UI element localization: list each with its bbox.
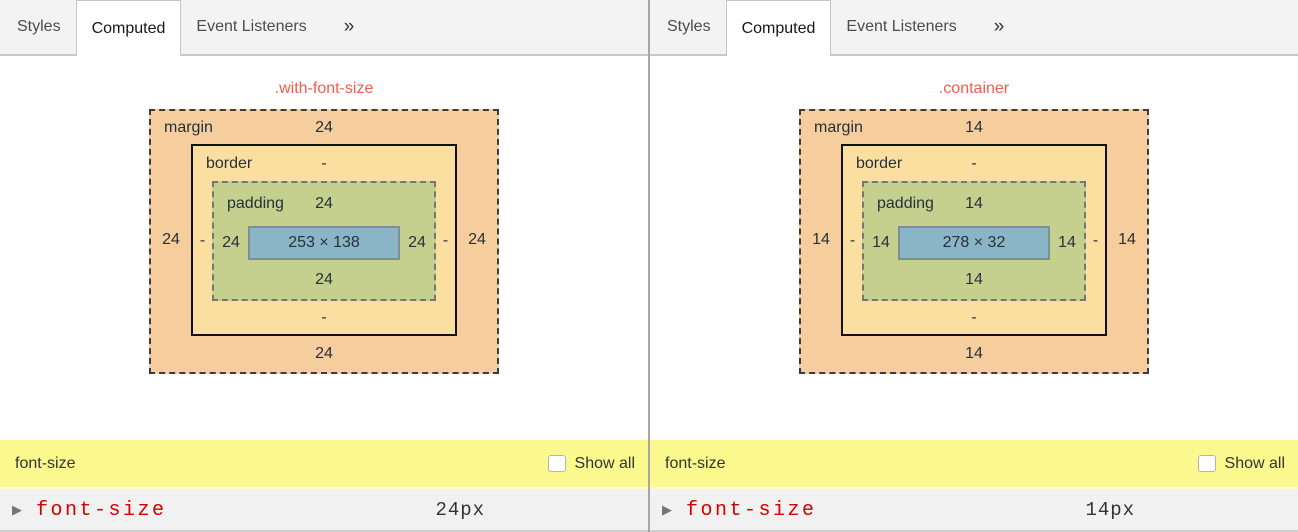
border-bottom-value[interactable]: - [321, 308, 327, 326]
margin-bottom-value[interactable]: 24 [315, 345, 333, 362]
expand-arrow-icon[interactable]: ▶ [662, 502, 672, 517]
margin-box[interactable]: margin 24 24 border - - [149, 109, 499, 374]
content-box[interactable]: 253 × 138 [248, 226, 400, 260]
padding-box[interactable]: padding 24 24 253 × 138 24 24 [212, 181, 436, 301]
computed-pane-left: Styles Computed Event Listeners » .with-… [0, 0, 648, 532]
margin-left-value[interactable]: 24 [162, 231, 180, 248]
padding-right-value[interactable]: 14 [1058, 234, 1076, 251]
property-value[interactable]: 24px [435, 499, 486, 521]
border-left-value[interactable]: - [849, 232, 856, 249]
property-name[interactable]: font-size [686, 498, 817, 522]
tab-event-listeners[interactable]: Event Listeners [196, 18, 307, 35]
padding-bottom-value[interactable]: 14 [965, 271, 983, 288]
padding-left-value[interactable]: 14 [872, 234, 890, 251]
padding-bottom-value[interactable]: 24 [315, 271, 333, 288]
padding-top-value[interactable]: 14 [965, 195, 983, 212]
filter-input[interactable]: font-size [15, 454, 76, 472]
property-name[interactable]: font-size [36, 498, 167, 522]
border-left-value[interactable]: - [199, 232, 206, 249]
property-row[interactable]: ▶ font-size 24px [0, 490, 648, 532]
margin-box[interactable]: margin 14 14 border - - [799, 109, 1149, 374]
box-model-section: .container margin 14 14 border - - [650, 56, 1298, 440]
margin-label: margin [814, 118, 863, 136]
computed-pane-right: Styles Computed Event Listeners » .conta… [650, 0, 1298, 532]
border-right-value[interactable]: - [1092, 232, 1099, 249]
margin-right-value[interactable]: 24 [468, 231, 486, 248]
border-box[interactable]: border - - padding 14 14 [841, 144, 1107, 336]
show-all-checkbox[interactable] [547, 455, 566, 472]
show-all-label[interactable]: Show all [574, 454, 635, 472]
border-right-value[interactable]: - [442, 232, 449, 249]
margin-right-value[interactable]: 14 [1118, 231, 1136, 248]
filter-bar: font-size Show all [0, 440, 648, 490]
padding-top-value[interactable]: 24 [315, 195, 333, 212]
tab-bar: Styles Computed Event Listeners » [650, 0, 1298, 56]
tab-computed[interactable]: Computed [75, 0, 182, 56]
expand-arrow-icon[interactable]: ▶ [12, 502, 22, 517]
padding-left-value[interactable]: 24 [222, 234, 240, 251]
border-box[interactable]: border - - padding 24 24 [191, 144, 457, 336]
pane-divider[interactable] [648, 0, 650, 532]
border-label: border [206, 154, 253, 172]
show-all-checkbox[interactable] [1197, 455, 1216, 472]
margin-bottom-value[interactable]: 14 [965, 345, 983, 362]
more-tabs-icon[interactable]: » [343, 16, 355, 37]
show-all-label[interactable]: Show all [1224, 454, 1285, 472]
property-value[interactable]: 14px [1085, 499, 1136, 521]
tab-event-listeners[interactable]: Event Listeners [846, 18, 957, 35]
margin-label: margin [164, 118, 213, 136]
padding-box[interactable]: padding 14 14 278 × 32 14 14 [862, 181, 1086, 301]
padding-label: padding [877, 195, 934, 212]
filter-bar: font-size Show all [650, 440, 1298, 490]
box-model-section: .with-font-size margin 24 24 border - - [0, 56, 648, 440]
filter-input[interactable]: font-size [665, 454, 726, 472]
padding-label: padding [227, 195, 284, 212]
tab-styles[interactable]: Styles [667, 18, 711, 35]
border-bottom-value[interactable]: - [971, 308, 977, 326]
margin-top-value[interactable]: 14 [965, 118, 983, 136]
border-top-value[interactable]: - [971, 154, 977, 172]
tab-computed[interactable]: Computed [725, 0, 832, 56]
property-row[interactable]: ▶ font-size 14px [650, 490, 1298, 532]
margin-top-value[interactable]: 24 [315, 118, 333, 136]
margin-left-value[interactable]: 14 [812, 231, 830, 248]
tab-bar: Styles Computed Event Listeners » [0, 0, 648, 56]
more-tabs-icon[interactable]: » [993, 16, 1005, 37]
content-box[interactable]: 278 × 32 [898, 226, 1050, 260]
padding-right-value[interactable]: 24 [408, 234, 426, 251]
selector-title: .container [938, 80, 1010, 97]
border-label: border [856, 154, 903, 172]
tab-styles[interactable]: Styles [17, 18, 61, 35]
selector-title: .with-font-size [274, 80, 374, 97]
border-top-value[interactable]: - [321, 154, 327, 172]
